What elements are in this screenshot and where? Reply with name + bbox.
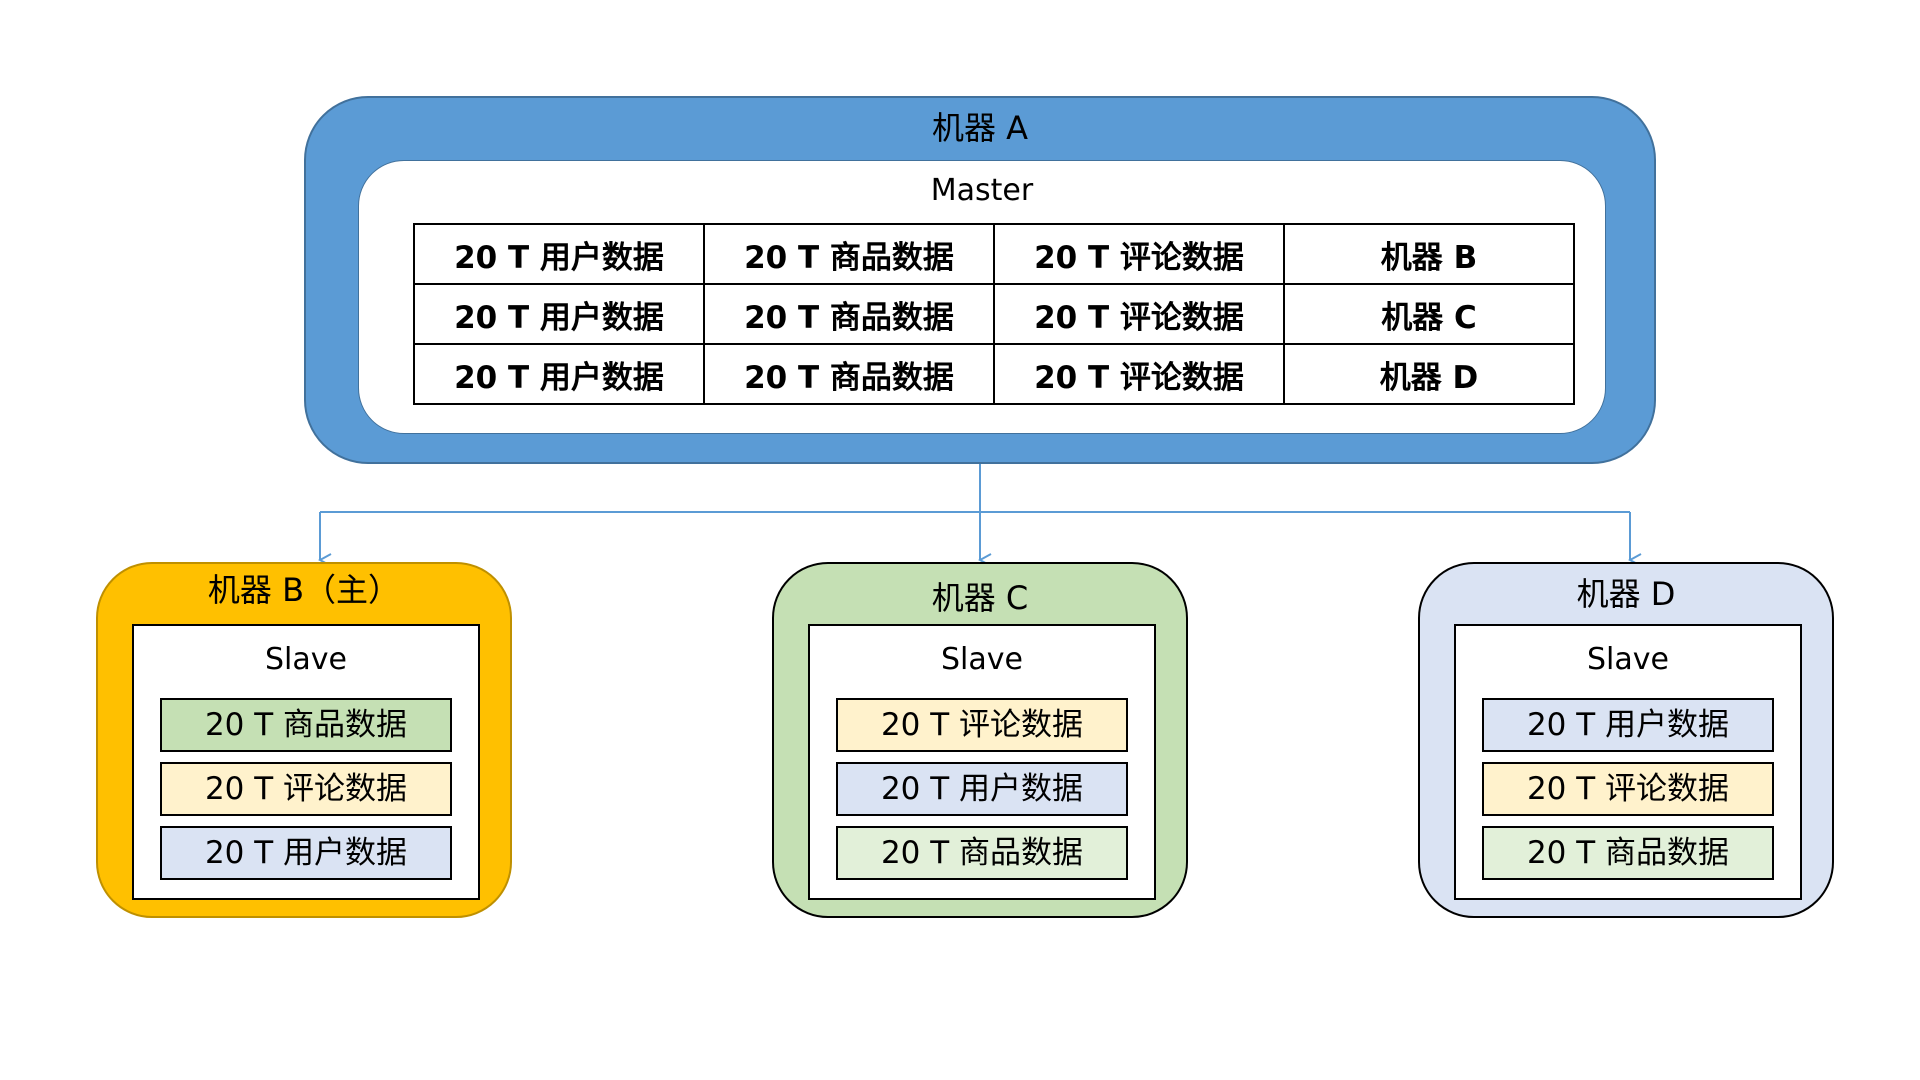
slave-label: Slave [265,642,347,677]
data-block: 20 T 商品数据 [836,826,1128,880]
machine-a-title: 机器 A [931,109,1029,147]
master-label: Master [930,173,1034,208]
data-block: 20 T 用户数据 [160,826,452,880]
table-row: 20 T 用户数据 20 T 商品数据 20 T 评论数据 机器 D [413,343,1575,405]
table-cell: 20 T 评论数据 [993,223,1285,285]
slave-panel: Slave 20 T 用户数据 20 T 评论数据 20 T 商品数据 [1454,624,1802,900]
machine-b-node: 机器 B（主） Slave 20 T 商品数据 20 T 评论数据 20 T 用… [96,562,512,918]
table-row: 20 T 用户数据 20 T 商品数据 20 T 评论数据 机器 C [413,283,1575,345]
data-block: 20 T 评论数据 [836,698,1128,752]
table-cell: 20 T 商品数据 [703,343,995,405]
machine-c-node: 机器 C Slave 20 T 评论数据 20 T 用户数据 20 T 商品数据 [772,562,1188,918]
table-cell: 20 T 商品数据 [703,283,995,345]
table-cell: 20 T 商品数据 [703,223,995,285]
data-block: 20 T 评论数据 [1482,762,1774,816]
machine-a-node: 机器 A Master 20 T 用户数据 20 T 商品数据 20 T 评论数… [304,96,1656,464]
slave-label: Slave [1587,642,1669,677]
table-cell: 20 T 评论数据 [993,283,1285,345]
data-block: 20 T 商品数据 [1482,826,1774,880]
slave-panel: Slave 20 T 评论数据 20 T 用户数据 20 T 商品数据 [808,624,1156,900]
slave-panel: Slave 20 T 商品数据 20 T 评论数据 20 T 用户数据 [132,624,480,900]
machine-d-title: 机器 D [1576,575,1676,613]
master-data-table: 20 T 用户数据 20 T 商品数据 20 T 评论数据 机器 B 20 T … [413,223,1575,405]
data-block: 20 T 评论数据 [160,762,452,816]
data-block: 20 T 用户数据 [1482,698,1774,752]
table-cell: 20 T 评论数据 [993,343,1285,405]
table-cell: 机器 C [1283,283,1575,345]
data-block: 20 T 商品数据 [160,698,452,752]
table-cell: 20 T 用户数据 [413,223,705,285]
table-cell: 机器 B [1283,223,1575,285]
data-block: 20 T 用户数据 [836,762,1128,816]
table-cell: 机器 D [1283,343,1575,405]
table-cell: 20 T 用户数据 [413,343,705,405]
master-panel: Master 20 T 用户数据 20 T 商品数据 20 T 评论数据 机器 … [358,160,1606,434]
machine-b-title: 机器 B（主） [207,571,401,609]
machine-c-title: 机器 C [931,579,1029,617]
machine-d-node: 机器 D Slave 20 T 用户数据 20 T 评论数据 20 T 商品数据 [1418,562,1834,918]
slave-label: Slave [941,642,1023,677]
table-cell: 20 T 用户数据 [413,283,705,345]
table-row: 20 T 用户数据 20 T 商品数据 20 T 评论数据 机器 B [413,223,1575,285]
